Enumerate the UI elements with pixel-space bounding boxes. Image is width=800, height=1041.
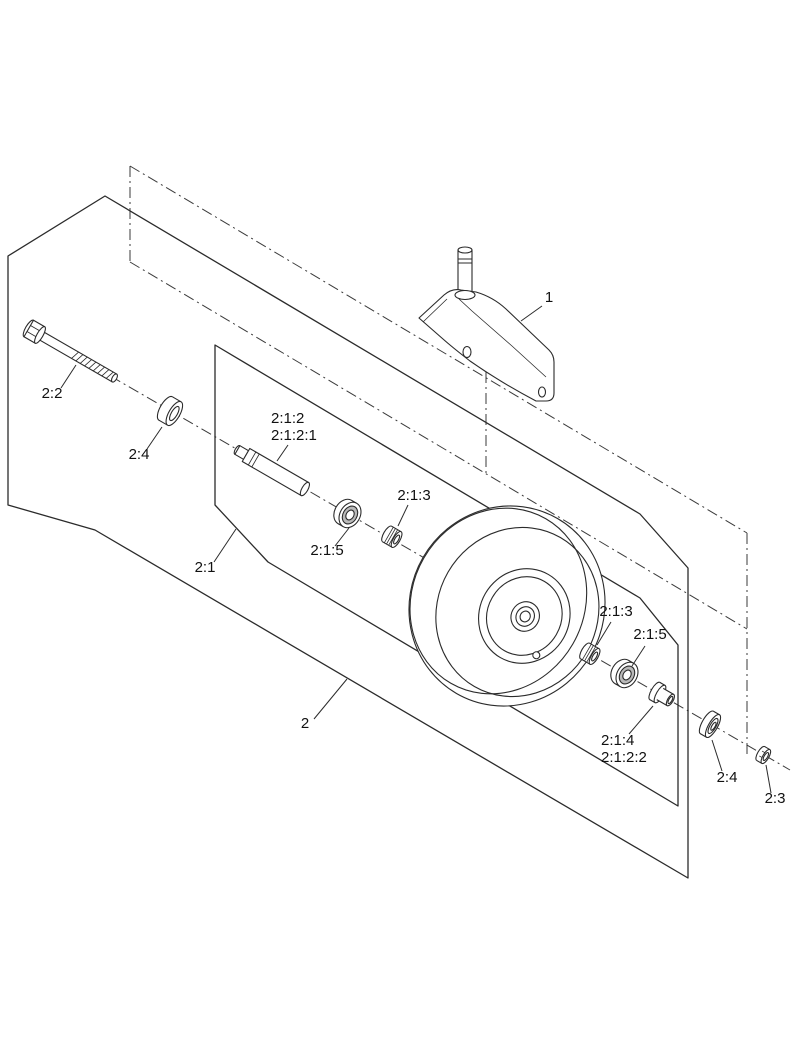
hub-bore [519, 610, 531, 623]
part-label-2: 2 [301, 715, 309, 732]
part-label-2-1-3-left: 2:1:3 [397, 487, 430, 504]
leader-line-2-3 [765, 764, 772, 794]
leader-line-2-1 [213, 528, 237, 563]
leader-line-2-1-3-right [596, 621, 612, 646]
spacer-ring-left [156, 395, 184, 427]
phantom-slab-top-edge [129, 165, 748, 534]
caster-wheel [408, 505, 606, 707]
leader-line-2-4-right [711, 739, 723, 772]
fork-stem-top [457, 246, 473, 254]
bearing-right [605, 654, 643, 693]
hub-inner-ring [515, 606, 535, 627]
rim-inner [485, 576, 563, 656]
leader-line-2-1-3-left [397, 504, 409, 527]
leader-line-2 [313, 678, 348, 720]
assembly-outline-2 [7, 195, 689, 879]
leader-line-2-1-5-right [631, 645, 646, 667]
labels-layer: 12:22:42:1:22:1:2:12:1:32:1:52:122:1:32:… [42, 289, 786, 807]
hex-nut [755, 745, 772, 765]
part-label-2-1-5-right: 2:1:5 [633, 626, 666, 643]
part-label-2-1-2-2: 2:1:2:2 [601, 749, 647, 766]
fork-stem [457, 250, 473, 294]
part-label-1: 1 [545, 289, 553, 306]
leader-line-2-1-4 [628, 705, 654, 735]
spacer-washer-right [698, 710, 722, 739]
axle-bolt [22, 319, 118, 383]
leader-line-2-1-2-1 [276, 444, 289, 462]
leader-line-2-4-left [146, 426, 163, 450]
valve-stem [532, 651, 541, 660]
part-label-2-1-4: 2:1:4 [601, 732, 634, 749]
part-label-2-1: 2:1 [195, 559, 216, 576]
leader-line-1 [520, 305, 543, 322]
phantom-slab-inner-edge [129, 261, 748, 630]
part-label-2-4-right: 2:4 [717, 769, 738, 786]
flanged-bushing [648, 681, 675, 707]
leader-line-2-1-5-left [334, 527, 350, 547]
part-label-2-3: 2:3 [765, 790, 786, 807]
fork-hole-upper [462, 345, 472, 359]
bolt-threads [71, 351, 114, 379]
part-label-2-1-3-right: 2:1:3 [599, 603, 632, 620]
locknut-left [379, 523, 405, 550]
part-label-2-1-2: 2:1:2 [271, 410, 304, 427]
part-label-2-2: 2:2 [42, 385, 63, 402]
phantom-centerlines [37, 165, 791, 771]
caster-fork [418, 246, 555, 402]
part-label-2-4-left: 2:4 [129, 446, 150, 463]
part-label-2-1-2-1: 2:1:2:1 [271, 427, 317, 444]
wheel-axle [233, 444, 311, 497]
fork-fold-lines [422, 298, 547, 378]
fork-stem-collar [454, 289, 476, 301]
leader-line-2-2 [60, 364, 77, 389]
axle-centerline [37, 333, 791, 771]
part-label-2-1-5-left: 2:1:5 [310, 542, 343, 559]
fork-hole-lower [537, 386, 547, 398]
assembly-outline-2-1 [214, 344, 679, 807]
bearing-left [328, 494, 366, 533]
